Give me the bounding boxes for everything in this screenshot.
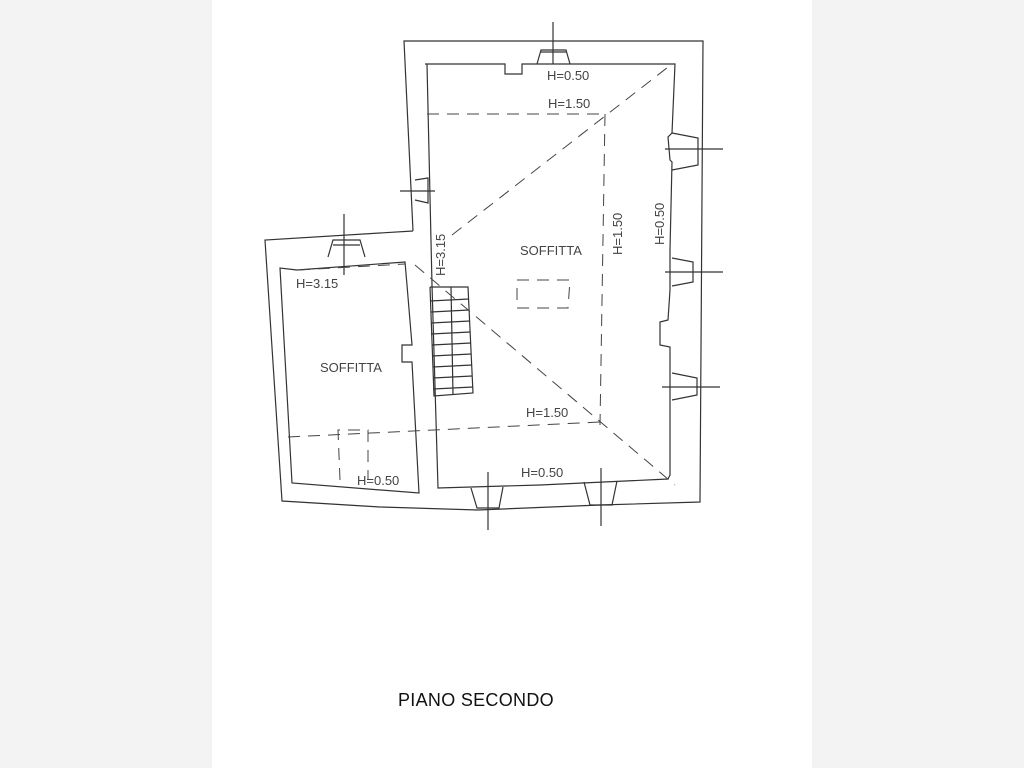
staircase xyxy=(429,286,474,397)
height-label: H=3.15 xyxy=(296,276,338,291)
roof-lines xyxy=(287,63,676,486)
plan-title: PIANO SECONDO xyxy=(398,690,554,710)
height-label: H=0.50 xyxy=(521,465,563,480)
height-label: H=0.50 xyxy=(357,473,399,488)
height-label: H=3.15 xyxy=(433,234,448,276)
height-label: H=1.50 xyxy=(526,405,568,420)
height-label: H=1.50 xyxy=(610,213,625,255)
inner-walls xyxy=(279,63,676,494)
room-label: SOFFITTA xyxy=(520,243,582,258)
room-label: SOFFITTA xyxy=(320,360,382,375)
height-label: H=0.50 xyxy=(547,68,589,83)
drawing-sheet xyxy=(212,0,812,768)
height-label: H=1.50 xyxy=(548,96,590,111)
height-label: H=0.50 xyxy=(652,203,667,245)
labels: H=0.50 H=1.50 H=1.50 H=0.50 H=3.15 H=1.5… xyxy=(296,68,667,488)
windows xyxy=(327,22,723,530)
